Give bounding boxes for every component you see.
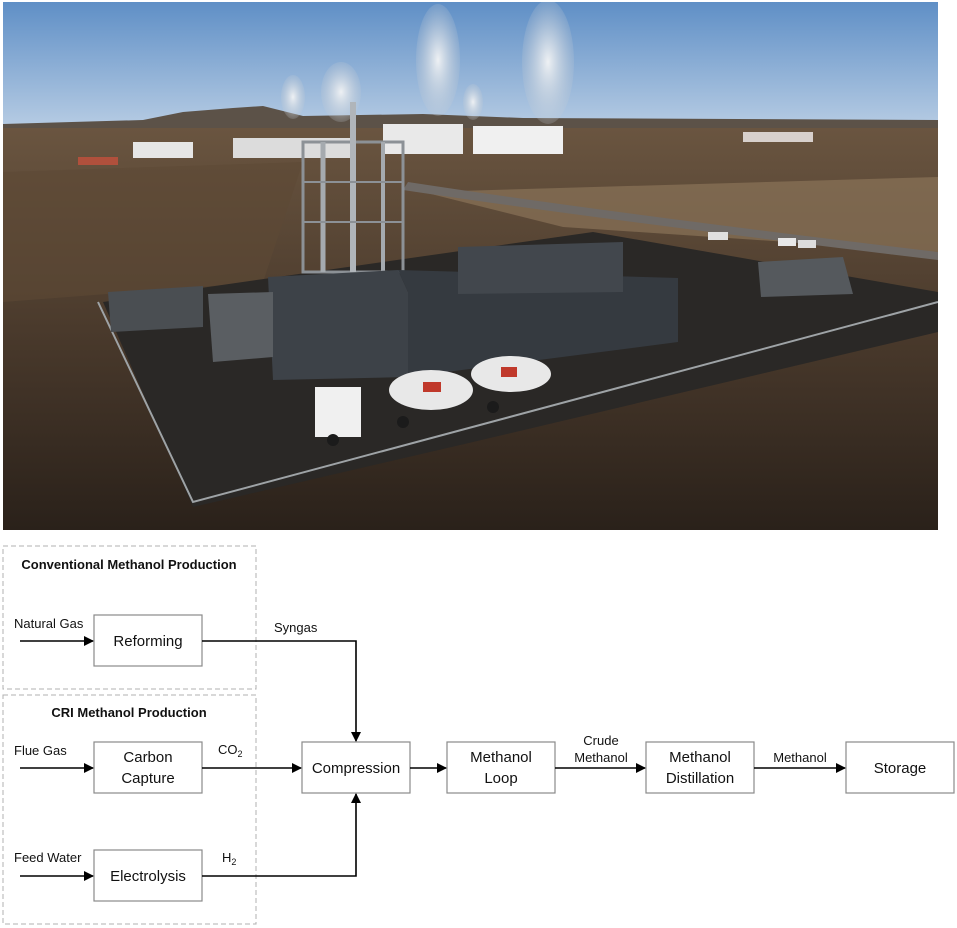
electrolysis-box: Electrolysis [93, 849, 203, 902]
reforming-box: Reforming [93, 614, 203, 667]
syngas-arrow [202, 640, 361, 742]
plant-photo [3, 2, 938, 530]
plant-buildings [108, 242, 853, 380]
parked-cars [708, 232, 816, 248]
methanol-distillation-label-1: Methanol [669, 749, 731, 766]
methanol-loop-label-2: Loop [484, 770, 517, 787]
carbon-capture-label-2: Capture [121, 770, 174, 787]
tanker-truck [315, 356, 551, 446]
compression-label: Compression [312, 760, 400, 777]
methanol-loop-label-1: Methanol [470, 749, 532, 766]
flue-gas-label: Flue Gas [14, 743, 67, 758]
syngas-label: Syngas [274, 620, 318, 635]
process-flow-diagram: Conventional Methanol Production CRI Met… [2, 545, 955, 925]
crude-methanol-label-1: Crude [583, 733, 618, 748]
methanol-distillation-box: Methanol Distillation [645, 741, 755, 794]
methanol-loop-box: Methanol Loop [446, 741, 556, 794]
h2-label: H2 [222, 850, 236, 867]
moss-patch [423, 177, 938, 252]
feed-water-label: Feed Water [14, 850, 82, 865]
compression-box: Compression [301, 741, 411, 794]
moss-patch-left [3, 162, 303, 302]
reforming-label: Reforming [113, 633, 182, 650]
conventional-group-title: Conventional Methanol Production [21, 557, 236, 572]
natural-gas-label: Natural Gas [14, 616, 84, 631]
methanol-label: Methanol [773, 750, 827, 765]
carbon-capture-box: Carbon Capture [93, 741, 203, 794]
crude-methanol-label-2: Methanol [574, 750, 628, 765]
h2-arrow [202, 793, 361, 877]
carbon-capture-label-1: Carbon [123, 749, 172, 766]
site-fence [97, 301, 938, 504]
electrolysis-label: Electrolysis [110, 868, 186, 885]
co2-label: CO2 [218, 742, 243, 759]
conventional-production-group: Conventional Methanol Production [2, 545, 257, 690]
storage-label: Storage [874, 760, 927, 777]
methanol-distillation-label-2: Distillation [666, 770, 734, 787]
storage-box: Storage [845, 741, 955, 794]
cri-group-title: CRI Methanol Production [51, 705, 206, 720]
process-tower [301, 102, 405, 274]
cri-production-group: CRI Methanol Production [2, 694, 257, 925]
